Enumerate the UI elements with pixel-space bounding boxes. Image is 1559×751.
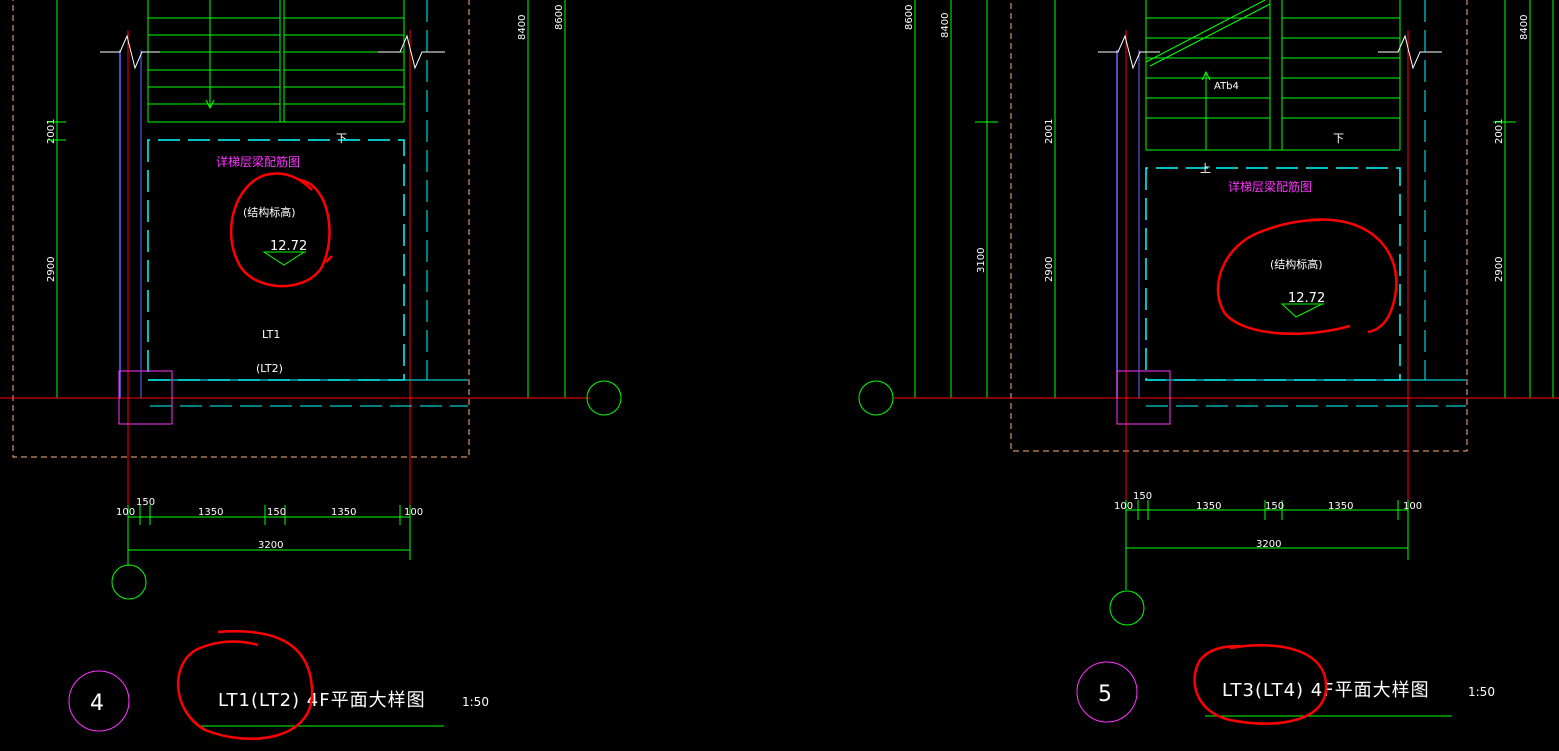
right-break-line [1378, 34, 1442, 70]
left-hdim: 1350 [198, 507, 223, 518]
left-stair-flights [147, 0, 405, 123]
right-vdim: 2900 [1494, 257, 1505, 282]
left-axis-bubble [111, 564, 147, 600]
right-vdim: 8400 [940, 13, 951, 38]
right-elevation-symbol [1280, 303, 1324, 318]
left-stair-plan: 下 详梯层梁配筋图 (结构标高) 12.72 LT1 (LT2) 2001 29… [0, 0, 622, 741]
left-hdim-total: 3200 [258, 540, 283, 551]
left-stair-label: LT1 [262, 328, 280, 341]
right-axis-bubble [858, 380, 894, 416]
left-elevation-note: (结构标高) [243, 205, 296, 219]
right-detail-number: 5 [1098, 682, 1112, 707]
right-scale: 1:50 [1468, 685, 1495, 699]
right-dir-mark-down: 下 [1333, 132, 1344, 145]
right-vdim: 2001 [1494, 119, 1505, 144]
right-landing-beam [1145, 167, 1401, 381]
right-vdim: 3100 [976, 248, 987, 273]
right-stair-flights [1145, 0, 1401, 151]
left-hdim-lines [127, 505, 411, 566]
right-vdim: 2900 [1044, 257, 1055, 282]
right-hdim: 100 [1114, 501, 1133, 512]
left-vdim-8400: 8400 [517, 15, 528, 40]
right-flight-label: ATb4 [1214, 81, 1239, 92]
right-detail-circle [1076, 661, 1138, 723]
right-hdim-total: 3200 [1256, 539, 1281, 550]
left-axis-bubble [586, 380, 622, 416]
left-elevation-value: 12.72 [270, 239, 307, 254]
left-stair-label-alt: (LT2) [256, 362, 283, 375]
right-hdim: 150 [1133, 491, 1152, 502]
right-title-annotation [1193, 644, 1328, 725]
left-title-annotation [176, 630, 314, 741]
left-header-label: 详梯层梁配筋图 [216, 154, 300, 169]
left-hdim: 100 [404, 507, 423, 518]
left-elevation-symbol [262, 251, 306, 266]
left-dir-mark: 下 [336, 132, 347, 145]
left-hdim: 100 [116, 507, 135, 518]
left-break-line [100, 34, 160, 70]
right-column [1116, 370, 1171, 425]
right-hdim-lines [1125, 500, 1409, 590]
right-vdim: 8400 [1519, 15, 1530, 40]
right-header-label: 详梯层梁配筋图 [1228, 179, 1312, 194]
right-hdim: 100 [1403, 501, 1422, 512]
left-annotation-circle [229, 172, 333, 288]
left-column [118, 370, 173, 425]
left-vdim-8600: 8600 [554, 5, 565, 30]
left-vdim-2900: 2900 [46, 257, 57, 282]
left-wall-outline [12, 0, 470, 458]
left-hdim: 150 [136, 497, 155, 508]
left-title: LT1(LT2) 4F平面大样图 [218, 690, 426, 711]
left-detail-circle [68, 670, 130, 732]
left-detail-number: 4 [90, 691, 104, 716]
right-dir-mark-up: 上 [1200, 162, 1211, 175]
left-hdim: 150 [267, 507, 286, 518]
right-hdim: 150 [1265, 501, 1284, 512]
right-elevation-value: 12.72 [1288, 291, 1325, 306]
right-vdim: 8600 [904, 5, 915, 30]
right-hdim: 1350 [1196, 501, 1221, 512]
right-vdim: 2001 [1044, 119, 1055, 144]
left-break-line [378, 34, 445, 70]
right-wall-outline [1010, 0, 1468, 452]
right-axis-bubble [1109, 590, 1145, 626]
left-hdim: 1350 [331, 507, 356, 518]
left-scale: 1:50 [462, 695, 489, 709]
right-annotation-circle [1216, 218, 1398, 335]
left-vdim-2001: 2001 [46, 119, 57, 144]
right-hdim: 1350 [1328, 501, 1353, 512]
right-break-line [1098, 34, 1160, 70]
right-stair-plan: ATb4 下 上 详梯层梁配筋图 (结构标高) 12.72 8600 8400 … [858, 0, 1559, 725]
right-elevation-note: (结构标高) [1270, 257, 1323, 271]
